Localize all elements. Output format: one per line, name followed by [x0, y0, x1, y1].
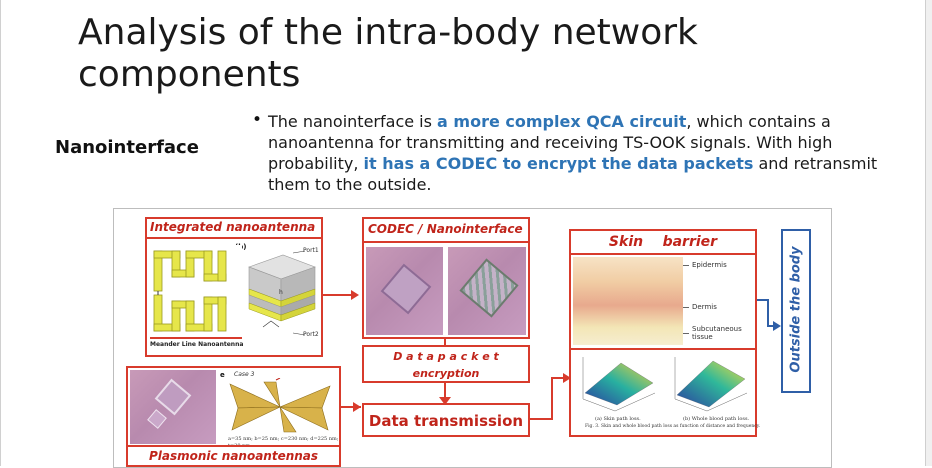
skin-header — [571, 231, 755, 255]
section-label: Nanointerface — [55, 137, 199, 158]
arrow-transmission-to-skin-h1 — [530, 418, 552, 420]
arrow-skin-to-outside-v — [767, 299, 769, 327]
bullet-text-part3: and retransmit them to the outside. — [268, 154, 878, 194]
codec-box: CODEC / Nanointerface — [362, 217, 530, 339]
window-scrollbar[interactable] — [925, 0, 932, 466]
layered-antenna-3d-image — [248, 250, 316, 336]
bowtie-nanoantenna-image — [229, 378, 331, 433]
outside-body-box: Outside the body — [781, 229, 811, 393]
encryption-label: encryption — [412, 367, 480, 380]
slide-left-border — [0, 0, 1, 466]
slide-title-line2: components — [78, 54, 301, 95]
codec-header — [364, 219, 528, 243]
integrated-nanoantenna-box: Integrated nanoantenna (b) — [145, 217, 323, 357]
port2-label: Port2 — [303, 331, 319, 338]
network-diagram-figure: Integrated nanoantenna (b) — [113, 208, 832, 468]
bullet-highlight-codec: it has a CODEC to encrypt the data packe… — [363, 154, 754, 173]
arrow-plasmonic-to-transmission — [341, 406, 361, 408]
integrated-nanoantenna-label: Integrated nanoantenna — [150, 220, 316, 234]
skin-barrier-label: Skin barrier — [608, 234, 718, 250]
arrow-packet-to-transmission — [444, 383, 446, 401]
dermis-label: Dermis — [692, 303, 717, 311]
arrow-transmission-to-skin-v — [551, 377, 553, 420]
subcutaneous-tick — [683, 333, 689, 334]
plasmonic-square-small — [147, 409, 167, 429]
codec-micrograph-left — [366, 247, 443, 335]
epidermis-label: Epidermis — [692, 261, 727, 269]
skin-layers-image — [573, 257, 683, 345]
epidermis-tick — [683, 265, 689, 266]
bullet-text-part1: The nanointerface is — [268, 112, 438, 131]
case3-label: Case 3 — [234, 371, 255, 378]
outside-body-label: Outside the body — [788, 246, 804, 373]
plot-a-caption: (a) Skin path loss. — [595, 416, 641, 422]
bullet-highlight-qca: a more complex QCA circuit — [437, 112, 687, 131]
data-packet-encryption-box: D a t a p a c k e t encryption — [362, 345, 530, 383]
plasmonic-divider — [128, 445, 339, 447]
panel-e-label: e — [220, 371, 225, 379]
qca-circuit-right — [459, 258, 519, 318]
arrow-skin-to-outside-h1 — [757, 299, 769, 301]
arrowhead-right-icon — [353, 402, 361, 412]
port1-label: Port1 — [303, 247, 319, 254]
plot-b-caption: (b) Whole blood path loss. — [683, 416, 750, 422]
skin-barrier-box: Skin barrier Epidermis Dermis Subcutaneo… — [569, 229, 761, 437]
plasmonic-square-large — [154, 378, 192, 416]
data-packet-label: D a t a p a c k e t — [393, 350, 499, 363]
case3-params: a=35 nm; b=25 nm; c=230 nm; d=225 nm; — [228, 436, 339, 442]
slide-title-line1: Analysis of the intra-body network — [78, 12, 698, 53]
bullet-marker: • — [252, 110, 263, 130]
arrow-transmission-to-skin-h2 — [551, 377, 565, 379]
arrow-skin-to-outside-h2 — [767, 325, 775, 327]
bullet-text-part2: , which contains a nanoantenna for trans… — [268, 112, 833, 173]
plasmonic-nanoantennas-box: e Case 3 a=35 nm; b=25 nm; c=230 nm; d=2… — [126, 366, 341, 467]
tissue-label: tissue — [692, 333, 713, 341]
arrow-codec-to-packet — [444, 339, 446, 345]
plasmonic-micrograph — [130, 370, 216, 444]
slide-title: Analysis of the intra-body network compo… — [78, 12, 778, 96]
label-divider — [147, 237, 321, 239]
codec-label: CODEC / Nanointerface — [368, 222, 523, 236]
codec-micrograph-right — [448, 247, 526, 335]
plasmonic-label: Plasmonic nanoantennas — [148, 449, 319, 463]
data-transmission-label: Data transmission — [368, 412, 524, 430]
arrowhead-icon — [351, 290, 359, 300]
arrowhead-outside-icon — [773, 321, 781, 331]
arrowhead-down-icon — [439, 397, 451, 405]
skin-divider — [571, 348, 755, 350]
bullet-text: The nanointerface is a more complex QCA … — [268, 111, 908, 195]
figure-caption: Fig. 3. Skin and whole blood path loss a… — [585, 424, 761, 429]
meander-divider — [150, 337, 242, 339]
data-transmission-box: Data transmission — [362, 403, 530, 437]
meander-caption: Meander Line Nanoantenna — [150, 341, 244, 348]
height-label: h — [279, 289, 283, 296]
arrow-integrated-to-codec — [323, 294, 351, 296]
qca-square-left — [380, 263, 432, 315]
meander-line-antenna-image — [150, 245, 242, 337]
arrowhead-skin-icon — [563, 373, 571, 383]
skin-path-loss-plot — [582, 357, 656, 412]
dermis-tick — [683, 307, 689, 308]
blood-path-loss-plot — [674, 357, 748, 412]
subcutaneous-label: Subcutaneous — [692, 325, 742, 333]
